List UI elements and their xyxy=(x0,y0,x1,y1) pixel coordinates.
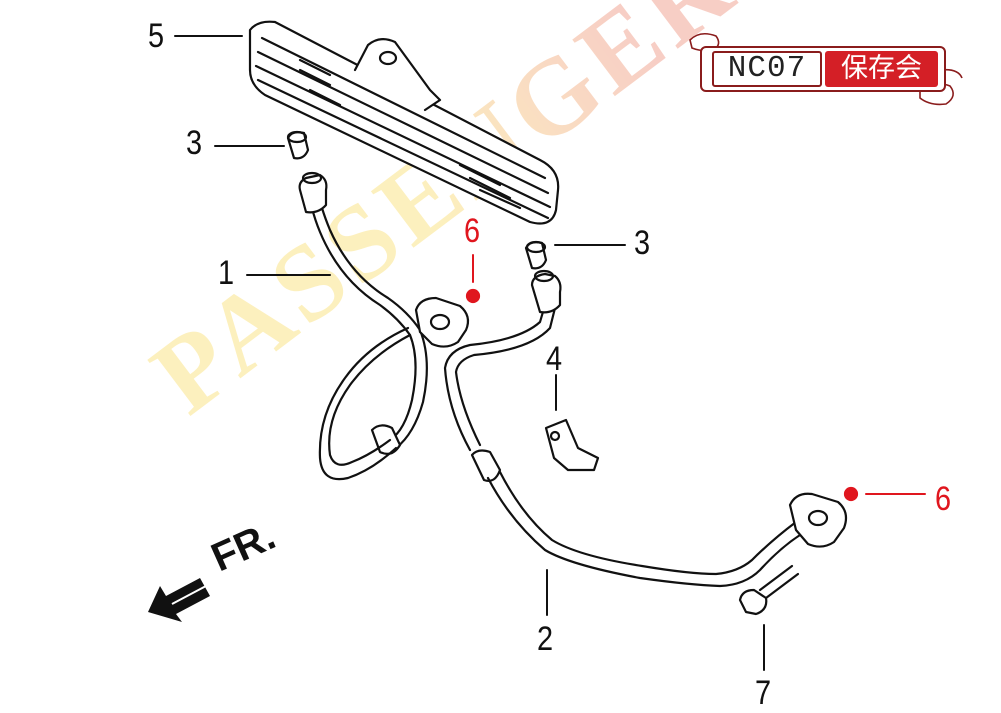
bracket xyxy=(544,418,600,472)
logo-badge: NC07 保存会 xyxy=(700,46,946,92)
flange-2 xyxy=(788,492,848,548)
callout-3-lower: 3 xyxy=(634,224,651,262)
o-ring-upper xyxy=(465,288,481,304)
logo-code: NC07 xyxy=(712,51,822,87)
bolt-lower xyxy=(524,240,548,270)
hose-2 xyxy=(443,269,802,588)
logo-text: 保存会 xyxy=(825,51,938,87)
callout-6-lower: 6 xyxy=(935,480,952,518)
callout-4: 4 xyxy=(546,340,563,378)
callout-5: 5 xyxy=(148,17,165,55)
callout-2: 2 xyxy=(537,620,554,658)
callout-6-upper: 6 xyxy=(464,212,481,250)
callout-7: 7 xyxy=(755,674,772,712)
o-ring-lower xyxy=(843,486,859,502)
leader-lines xyxy=(174,35,926,671)
arrow-left-down-icon xyxy=(148,578,210,622)
callout-1: 1 xyxy=(218,254,235,292)
oil-cooler xyxy=(248,20,560,225)
flange-bolt xyxy=(738,564,800,616)
hose-1 xyxy=(298,171,428,481)
bolt-upper xyxy=(286,130,310,160)
flange-1 xyxy=(414,296,470,348)
callout-3-upper: 3 xyxy=(186,124,203,162)
